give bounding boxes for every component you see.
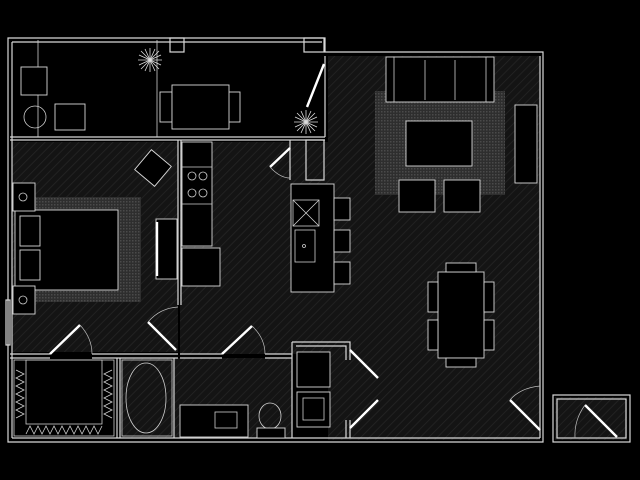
lounge-chair — [20, 66, 48, 96]
entry-closet-door[interactable] — [269, 147, 291, 168]
armchair — [134, 149, 172, 187]
dresser — [155, 218, 178, 280]
bedroom-door[interactable] — [147, 321, 177, 351]
bar-stool — [333, 261, 351, 285]
plant-icon — [138, 48, 162, 72]
bar-stool — [333, 229, 351, 253]
burner-icon — [198, 188, 208, 198]
entry-door[interactable] — [509, 399, 541, 431]
balcony — [20, 48, 318, 134]
armchair — [443, 179, 481, 213]
walk-in-closet — [13, 359, 115, 437]
dining-chair — [483, 319, 495, 351]
sofa — [385, 56, 495, 103]
plant-icon — [294, 110, 318, 134]
nightstand — [12, 285, 36, 315]
burner-icon — [187, 188, 197, 198]
kitchen-island — [290, 183, 335, 293]
laundry-door-top[interactable] — [349, 349, 379, 379]
bathroom — [121, 351, 331, 439]
laundry-door-bottom[interactable] — [349, 399, 379, 429]
dining-chair — [445, 357, 477, 368]
dining-chair — [483, 281, 495, 313]
balcony-door[interactable] — [305, 63, 326, 108]
dining-chair — [427, 281, 439, 313]
burner-icon — [198, 171, 208, 181]
refrigerator — [181, 247, 221, 287]
dryer — [296, 391, 331, 428]
dining-chair — [427, 319, 439, 351]
kitchen — [181, 141, 351, 293]
vanity — [179, 404, 249, 438]
doors — [49, 63, 618, 439]
closet-door[interactable] — [49, 324, 81, 355]
balcony-table — [171, 84, 230, 130]
pillow — [19, 215, 41, 247]
walls — [5, 37, 631, 443]
lounge-chair — [54, 103, 86, 131]
storage-floor — [555, 397, 627, 440]
side-table — [23, 105, 47, 129]
coffee-table — [405, 120, 473, 167]
living-room — [375, 56, 538, 368]
sink — [294, 229, 316, 263]
bathroom-door[interactable] — [221, 325, 253, 355]
dining-chair — [445, 262, 477, 273]
sink — [214, 411, 238, 429]
tv-console — [514, 104, 538, 184]
bedroom — [12, 149, 178, 315]
armchair — [398, 179, 436, 213]
bathtub — [125, 362, 167, 434]
bar-stool — [333, 197, 351, 221]
burner-icon — [187, 171, 197, 181]
storage-door[interactable] — [584, 404, 618, 438]
dishwasher — [292, 199, 320, 227]
pillow — [19, 249, 41, 281]
dining-table — [437, 271, 485, 359]
nightstand — [12, 182, 36, 212]
counter — [181, 141, 213, 247]
washer — [296, 351, 331, 388]
